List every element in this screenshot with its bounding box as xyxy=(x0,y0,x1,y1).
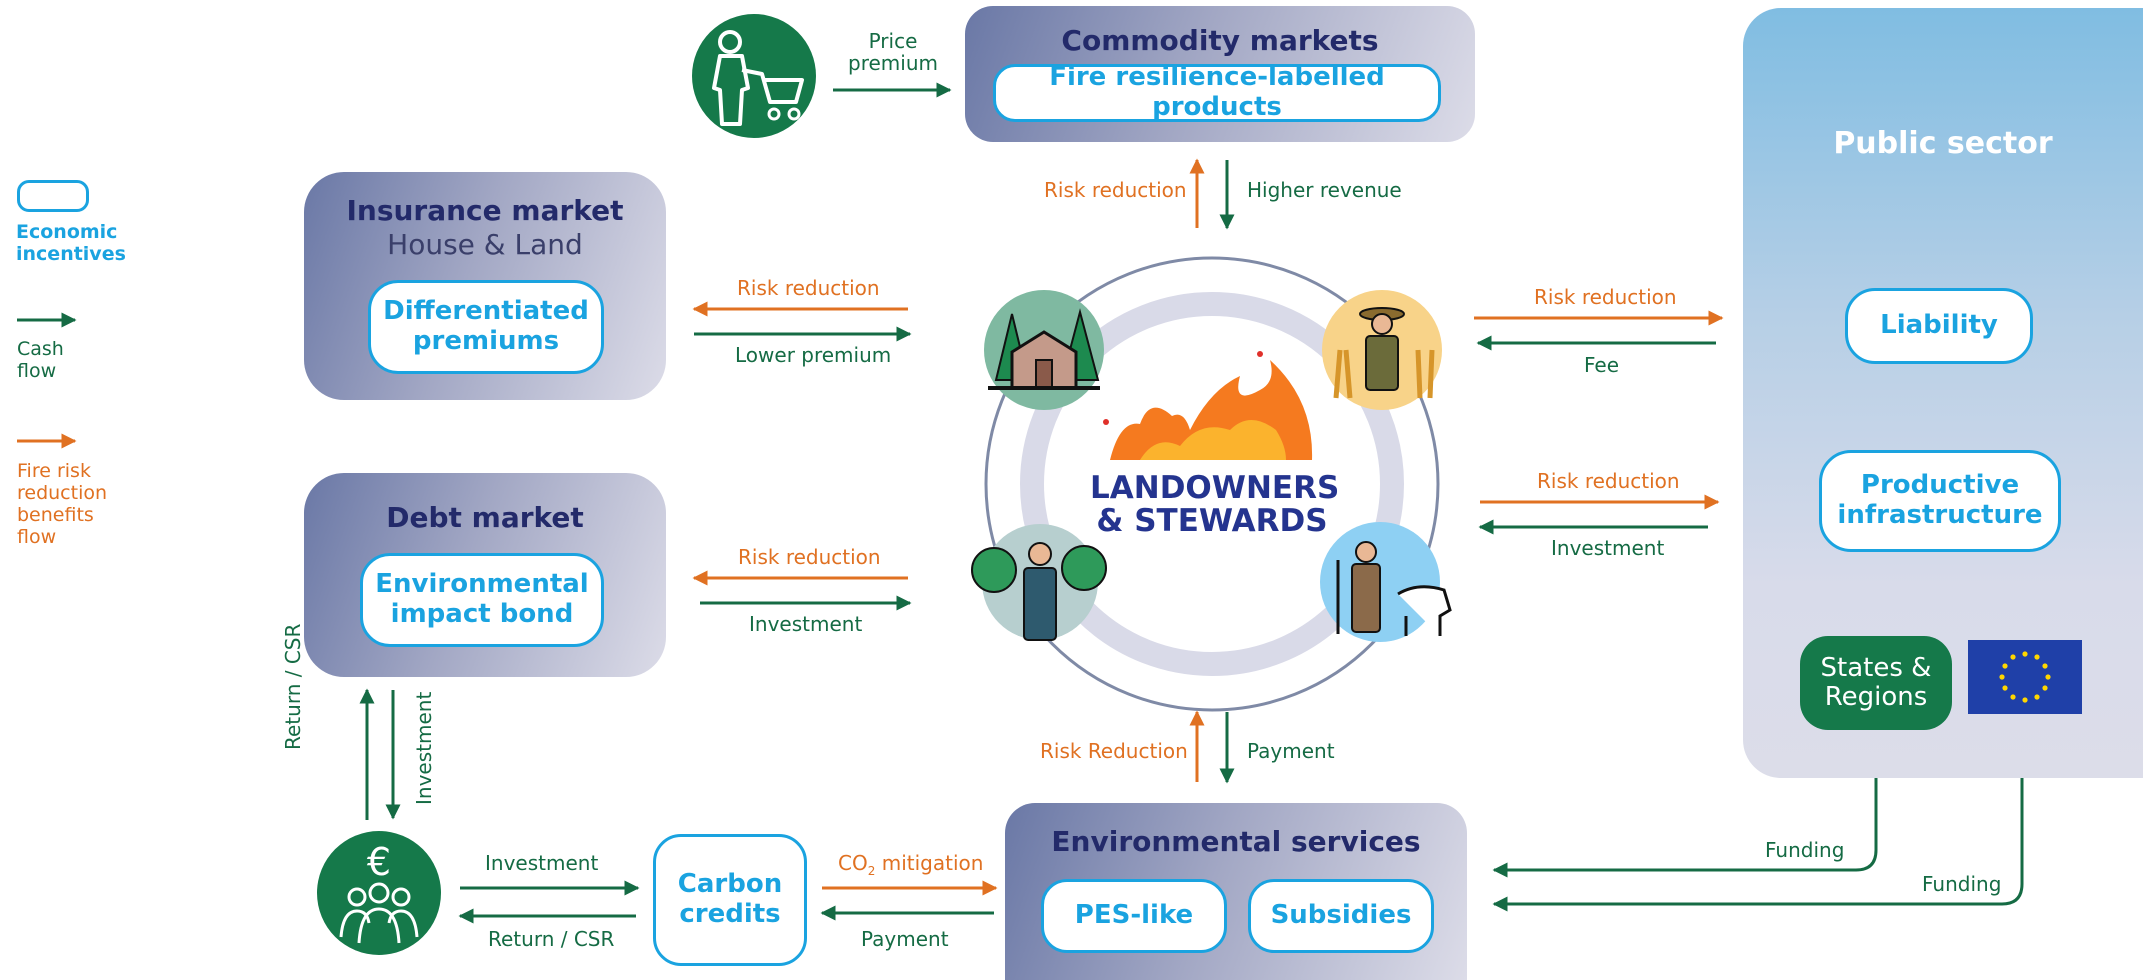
carbon-payment-label: Payment xyxy=(861,927,949,951)
landowners-stewards-title: LANDOWNERS & STEWARDS xyxy=(1090,470,1340,539)
carbon-credits: Carbon credits xyxy=(653,834,807,966)
environmental-cash-label: Payment xyxy=(1247,739,1335,763)
fire-icon xyxy=(1100,350,1320,470)
environmental-services-box: Environmental services PES-like Subsidie… xyxy=(1005,803,1467,980)
co2-subscript: 2 xyxy=(867,864,876,878)
commodity-market-box: Commodity markets Fire resilience-labell… xyxy=(965,6,1475,142)
inner-ring xyxy=(1020,292,1404,676)
commodity-cash-label: Higher revenue xyxy=(1247,178,1402,202)
eu-flag-icon xyxy=(1968,640,2082,714)
productive-infrastructure: Productive infrastructure xyxy=(1819,450,2061,552)
debt-cash-label: Investment xyxy=(749,612,863,636)
insurance-risk-label: Risk reduction xyxy=(737,276,880,300)
forest-house-icon xyxy=(982,288,1106,412)
debt-market-box: Debt market Environmental impact bond xyxy=(304,473,666,677)
debt-investment-label: Investment xyxy=(412,691,436,805)
legend-economic-incentives: Economic incentives xyxy=(16,221,126,265)
legend-cash-flow: Cash flow xyxy=(17,338,64,382)
debt-risk-label: Risk reduction xyxy=(738,545,881,569)
infra-cash-label: Investment xyxy=(1551,536,1665,560)
carbon-investment-label: Investment xyxy=(485,851,599,875)
insurance-market-title: Insurance market xyxy=(346,194,624,227)
insurance-cash-label: Lower premium xyxy=(735,343,892,367)
co2-prefix: CO xyxy=(838,851,868,875)
shopper-cart-icon xyxy=(692,14,816,138)
price-premium-label: Price premium xyxy=(848,29,938,75)
pes-like: PES-like xyxy=(1041,879,1227,953)
co2-mitigation-label: CO2 mitigation xyxy=(838,851,983,878)
liability: Liability xyxy=(1845,288,2033,364)
states-regions: States & Regions xyxy=(1800,636,1952,730)
funding-label-2: Funding xyxy=(1922,872,2002,896)
debt-market-title: Debt market xyxy=(386,501,584,534)
insurance-market-subtitle: House & Land xyxy=(387,228,583,261)
co2-suffix: mitigation xyxy=(875,851,984,875)
commodity-market-title: Commodity markets xyxy=(1061,24,1379,57)
outer-ring xyxy=(984,256,1440,712)
carbon-return-label: Return / CSR xyxy=(488,927,615,951)
insurance-market-box: Insurance market House & Land Differenti… xyxy=(304,172,666,400)
legend-fire-risk-flow: Fire risk reduction benefits flow xyxy=(17,460,108,548)
environmental-risk-label: Risk Reduction xyxy=(1040,739,1188,763)
public-sector-title: Public sector xyxy=(1833,126,2053,161)
legend-incentive-swatch xyxy=(17,180,89,212)
commodity-risk-label: Risk reduction xyxy=(1044,178,1187,202)
investors-euro-icon: € xyxy=(317,831,441,955)
forest-person-icon xyxy=(970,520,1110,644)
farmer-wheat-icon xyxy=(1320,288,1444,412)
subsidies: Subsidies xyxy=(1248,879,1434,953)
debt-return-csr-label: Return / CSR xyxy=(281,623,305,750)
environmental-services-title: Environmental services xyxy=(1051,825,1421,858)
liability-risk-label: Risk reduction xyxy=(1534,285,1677,309)
environmental-impact-bond: Environmental impact bond xyxy=(360,553,604,647)
differentiated-premiums: Differentiated premiums xyxy=(368,280,604,374)
infra-risk-label: Risk reduction xyxy=(1537,469,1680,493)
svg-text:€: € xyxy=(367,840,391,884)
liability-cash-label: Fee xyxy=(1584,353,1620,377)
farmer-cow-icon xyxy=(1318,520,1466,644)
fire-resilience-labelled-products: Fire resilience-labelled products xyxy=(993,62,1441,122)
funding-label-1: Funding xyxy=(1765,838,1845,862)
